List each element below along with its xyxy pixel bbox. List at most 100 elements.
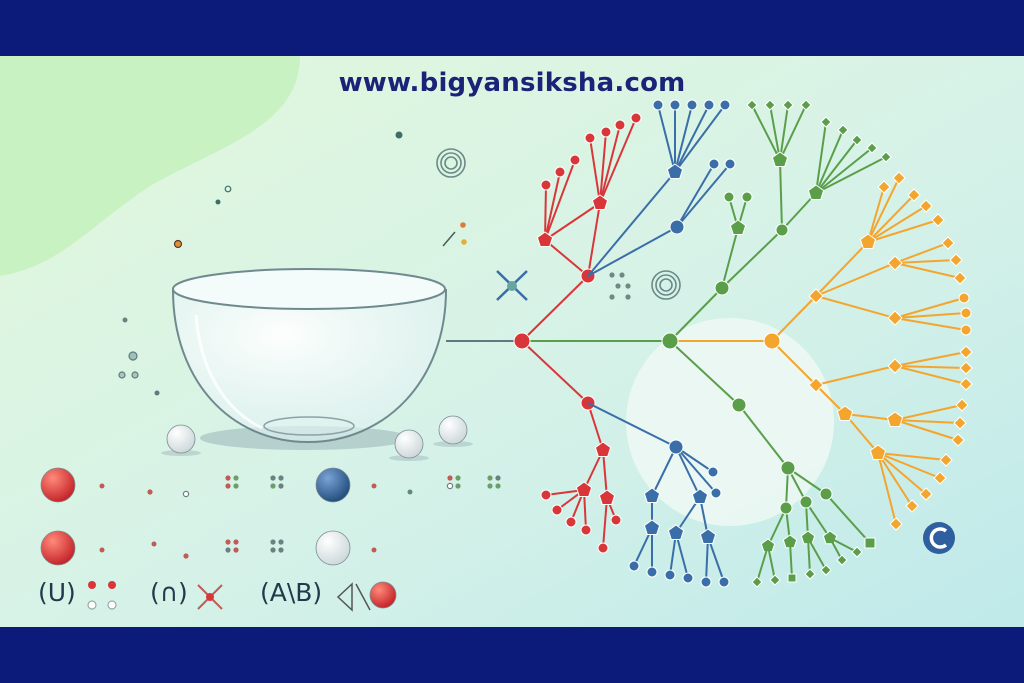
tree-edge — [771, 340, 817, 386]
tree-edge — [674, 104, 726, 173]
tree-edge — [894, 242, 949, 264]
tree-node — [551, 504, 563, 516]
tree-edge — [867, 186, 885, 243]
decor-dot — [625, 294, 631, 300]
tree-node — [630, 112, 642, 124]
tree-node — [682, 572, 694, 584]
tree-node — [955, 398, 969, 412]
tree-edge — [675, 446, 717, 494]
tree-node — [779, 501, 793, 515]
background-layer — [0, 56, 1024, 627]
tree-edge — [587, 202, 601, 277]
tree-edge — [599, 117, 637, 204]
tree-edge — [894, 259, 957, 264]
tree-edge — [769, 104, 781, 161]
site-url[interactable]: www.bigyansiksha.com — [338, 68, 686, 98]
decor-dot — [395, 131, 403, 139]
tree-edge — [877, 452, 913, 507]
difference-label: (A\B) — [260, 578, 323, 607]
tree-edge — [602, 497, 608, 549]
tree-edge — [867, 219, 939, 243]
decor-dot — [154, 390, 160, 396]
tree-edge — [589, 137, 601, 204]
target-ring — [436, 148, 466, 178]
tree-node — [775, 223, 789, 237]
marble-ball — [40, 530, 76, 566]
tree-edge — [877, 452, 897, 525]
tree-edge — [877, 452, 947, 461]
tree-node — [887, 255, 903, 271]
tree-node — [960, 324, 972, 336]
decor-dot — [173, 239, 183, 249]
tree-node — [584, 132, 596, 144]
decor-dot — [270, 475, 276, 481]
tree-edge — [877, 452, 941, 479]
tree-edge — [771, 295, 817, 342]
decor-dot — [460, 222, 466, 228]
tree-node — [959, 361, 973, 375]
tree-edge — [587, 402, 677, 448]
tree-edge — [676, 163, 731, 228]
tree-node — [652, 99, 664, 111]
decor-dot — [446, 482, 454, 490]
tree-node — [646, 566, 658, 578]
decor-dot — [215, 199, 221, 205]
tree-node — [667, 524, 685, 540]
tree-edge — [676, 163, 715, 228]
tree-node — [892, 171, 906, 185]
tree-edge — [674, 104, 710, 173]
tree-node — [931, 213, 945, 227]
tree-edge — [877, 452, 927, 495]
tree-edge — [894, 419, 959, 441]
tree-edge — [815, 121, 827, 194]
tree-edge — [815, 156, 887, 194]
marble-ball — [438, 415, 468, 445]
tree-node — [799, 495, 813, 509]
tree-node — [554, 166, 566, 178]
tree-edge — [807, 537, 827, 571]
tree-node — [804, 568, 816, 580]
decor-dot — [461, 239, 467, 245]
union-label: (U) — [38, 578, 76, 607]
tree-node — [764, 99, 776, 111]
target-ring — [655, 274, 677, 296]
marble-balls — [40, 415, 473, 609]
tree-edge — [815, 365, 896, 386]
tree-node — [869, 444, 887, 460]
tree-node — [700, 576, 712, 588]
tree-edge — [738, 404, 789, 469]
tree-node — [808, 377, 824, 393]
decor-dot — [183, 553, 189, 559]
tree-edge — [815, 129, 844, 194]
tree-edge — [815, 139, 858, 194]
tree-node — [643, 519, 661, 535]
tree-edge — [544, 202, 601, 241]
tree-node — [780, 460, 796, 476]
tree-edge — [705, 536, 709, 583]
tree-node — [597, 542, 609, 554]
decor-dot — [233, 539, 239, 545]
decor-dot — [278, 547, 284, 553]
tree-node — [723, 191, 735, 203]
decor-dot — [455, 483, 461, 489]
tree-node — [949, 253, 963, 267]
decor-dot — [233, 475, 239, 481]
tree-edge — [721, 229, 783, 289]
tree-edge — [789, 541, 793, 579]
decor-dot — [487, 475, 493, 481]
tree-node — [820, 116, 832, 128]
tree-node — [807, 184, 825, 200]
tree-edge — [599, 124, 621, 204]
decor-dot — [99, 547, 105, 553]
decor-dot — [487, 483, 493, 489]
tree-node — [866, 142, 878, 154]
tree-edge — [779, 104, 807, 161]
tree-edge — [587, 171, 676, 277]
tree-node — [763, 332, 781, 350]
tree-node — [614, 119, 626, 131]
target-ring — [444, 156, 458, 170]
tree-node — [751, 576, 763, 588]
decor-dot — [233, 547, 239, 553]
tree-node — [887, 310, 903, 326]
